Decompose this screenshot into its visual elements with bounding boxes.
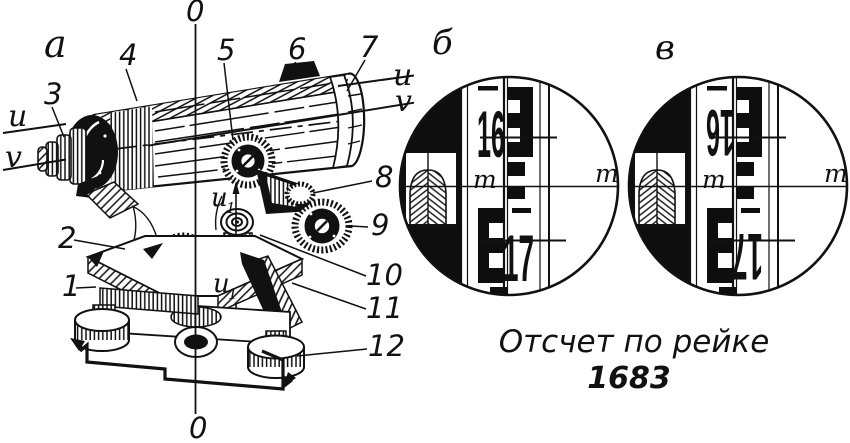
screw-slot (316, 220, 328, 232)
objective-collar-ring (328, 74, 354, 170)
axis-u1-lower-label: u (213, 269, 230, 299)
axis-u1-upper-label: u (211, 183, 228, 213)
base-plate-outline (78, 341, 285, 391)
axis-arrowhead (232, 181, 240, 194)
collar-striped-band (99, 287, 199, 315)
axis-u1-lower-sub: 1 (228, 285, 238, 303)
part-label-9: 9 (371, 208, 389, 242)
part-label-6: 6 (288, 32, 306, 66)
panel-v-label: в (655, 28, 675, 68)
panel-b-label: б (432, 23, 453, 63)
part-label-2: 2 (58, 221, 76, 255)
axis-u-left-label: u (8, 99, 27, 134)
screw-slot (242, 155, 254, 167)
caption-reading-value: 1683 (587, 361, 671, 396)
axis-u1-upper-sub: 1 (226, 199, 236, 217)
part-label-1: 1 (62, 269, 80, 303)
telescope-left-shading (110, 106, 154, 191)
eyepiece-rings (37, 127, 87, 185)
clamp-knob-9 (291, 198, 353, 254)
part-label-5: 5 (217, 33, 235, 67)
level-instrument-diagram: а 0 0 u v u v u 1 u 1 1 2 3 4 5 6 7 8 9 … (2, 0, 415, 443)
leader-lines (51, 59, 373, 357)
slow-motion-knob-8 (284, 181, 316, 207)
part-label-4: 4 (119, 38, 137, 72)
meter-mark-field-v: m (824, 159, 848, 188)
level-axis-line-v (2, 101, 415, 171)
foot-screw-left (70, 304, 130, 352)
telescope-top-hatch-band (94, 74, 348, 131)
part-label-11: 11 (366, 291, 403, 325)
part-number-labels: 1 2 3 4 5 6 7 8 9 10 11 12 (44, 30, 405, 363)
meter-mark-staff-v: m (702, 165, 726, 194)
pivot-rings (220, 208, 254, 236)
axis-v-left-label: v (5, 140, 22, 175)
caption-line1: Отсчет по рейке (499, 324, 770, 360)
meter-mark-field-b: m (595, 159, 619, 188)
left-support-bracket (84, 181, 140, 219)
scope-view-v: 16 17 m m в (627, 28, 849, 297)
staff-number-16: 16 (477, 97, 505, 171)
casting-outline (131, 195, 223, 241)
panel-a-label: а (44, 22, 67, 66)
part-label-7: 7 (360, 30, 379, 64)
staff-number-16-inverted: 16 (706, 96, 734, 170)
staff-number-17: 17 (503, 221, 534, 295)
meter-mark-staff-b: m (473, 165, 497, 194)
part-label-8: 8 (375, 160, 393, 194)
staff-number-17-inverted: 17 (732, 220, 763, 294)
axis-0-top-label: 0 (186, 0, 204, 28)
objective-streaks (347, 93, 363, 145)
axis-0-bottom-label: 0 (189, 411, 207, 443)
part-label-12: 12 (368, 329, 405, 363)
part-label-10: 10 (366, 258, 403, 292)
scope-view-b: 16 17 m m б (398, 23, 620, 297)
part-label-3: 3 (44, 77, 62, 111)
axis-u-right-label: u (393, 58, 412, 93)
axis-v-right-label: v (395, 84, 412, 119)
foot-screw-right (247, 330, 305, 387)
